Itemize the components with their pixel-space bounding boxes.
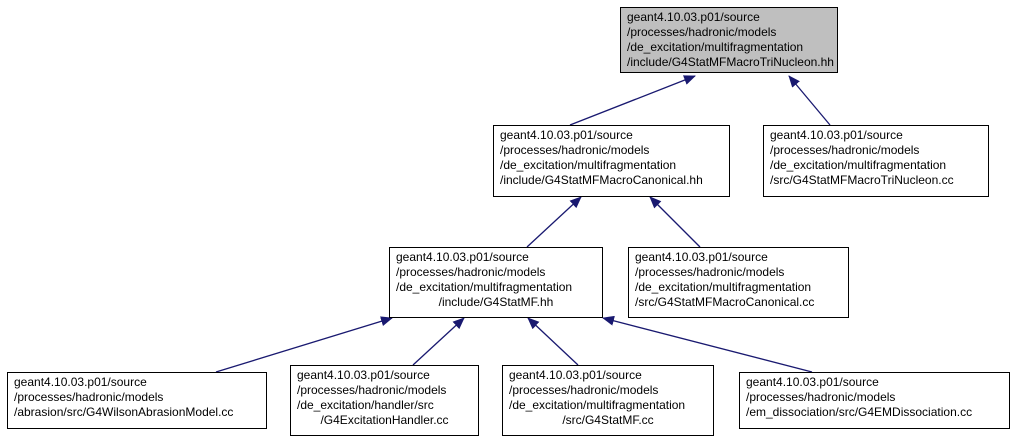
node-line: geant4.10.03.p01/source	[509, 368, 642, 382]
node-line: /processes/hadronic/models	[770, 143, 920, 157]
node-g4statmfmacrocanonical-hh[interactable]: geant4.10.03.p01/source /processes/hadro…	[493, 125, 730, 197]
edge-wilson-cc-to-statmf-hh	[215, 316, 393, 373]
edge-statmf-cc-to-statmf-hh	[527, 317, 579, 366]
node-line: geant4.10.03.p01/source	[297, 368, 430, 382]
node-g4excitationhandler-cc[interactable]: geant4.10.03.p01/source /processes/hadro…	[290, 365, 479, 436]
node-line: /de_excitation/multifragmentation	[509, 398, 686, 412]
edge-trinucleon-cc-to-root	[788, 75, 831, 126]
node-line: /processes/hadronic/models	[746, 390, 896, 404]
node-line: geant4.10.03.p01/source	[635, 250, 768, 264]
edge-statmf-hh-to-macrocanonical-hh	[526, 196, 582, 248]
node-line: /de_excitation/multifragmentation	[635, 280, 812, 294]
node-line: /src/G4StatMF.cc	[562, 413, 654, 427]
node-line: geant4.10.03.p01/source	[770, 128, 903, 142]
node-line: /src/G4StatMFMacroCanonical.cc	[635, 295, 815, 309]
node-line: geant4.10.03.p01/source	[746, 375, 879, 389]
node-line: /processes/hadronic/models	[14, 390, 164, 404]
node-line: geant4.10.03.p01/source	[396, 250, 529, 264]
node-g4statmfmacrotrinucleon-cc[interactable]: geant4.10.03.p01/source /processes/hadro…	[763, 125, 989, 197]
node-line: /abrasion/src/G4WilsonAbrasionModel.cc	[14, 405, 234, 419]
node-g4statmf-hh[interactable]: geant4.10.03.p01/source /processes/hadro…	[389, 247, 603, 318]
node-line: /processes/hadronic/models	[509, 383, 659, 397]
node-line: /processes/hadronic/models	[396, 265, 546, 279]
node-g4wilsonabrasionmodel-cc[interactable]: geant4.10.03.p01/source /processes/hadro…	[7, 372, 267, 429]
node-line: /de_excitation/handler/src	[297, 398, 434, 412]
node-line: /de_excitation/multifragmentation	[500, 158, 677, 172]
node-line: /src/G4StatMFMacroTriNucleon.cc	[770, 173, 954, 187]
node-line: /processes/hadronic/models	[627, 25, 777, 39]
edge-excitation-handler-cc-to-statmf-hh	[412, 317, 465, 366]
edge-macrocanonical-cc-to-macrocanonical-hh	[649, 196, 701, 248]
node-g4statmf-cc[interactable]: geant4.10.03.p01/source /processes/hadro…	[502, 365, 714, 436]
node-line: /processes/hadronic/models	[297, 383, 447, 397]
edge-macrocanonical-hh-to-root	[569, 75, 696, 126]
node-line: geant4.10.03.p01/source	[627, 10, 760, 24]
node-line: /de_excitation/multifragmentation	[770, 158, 947, 172]
node-line: /G4ExcitationHandler.cc	[320, 413, 449, 427]
node-g4emdissociation-cc[interactable]: geant4.10.03.p01/source /processes/hadro…	[739, 372, 1010, 429]
node-line: /include/G4StatMFMacroTriNucleon.hh	[627, 55, 834, 69]
node-line: geant4.10.03.p01/source	[500, 128, 633, 142]
node-line: /processes/hadronic/models	[500, 143, 650, 157]
node-line: /em_dissociation/src/G4EMDissociation.cc	[746, 405, 973, 419]
node-line: geant4.10.03.p01/source	[14, 375, 147, 389]
node-line: /include/G4StatMFMacroCanonical.hh	[500, 173, 703, 187]
node-line: /de_excitation/multifragmentation	[396, 280, 573, 294]
node-line: /processes/hadronic/models	[635, 265, 785, 279]
node-line: /include/G4StatMF.hh	[438, 295, 554, 309]
root-node-g4statmfmacrotrinucleon-hh: geant4.10.03.p01/source /processes/hadro…	[620, 7, 838, 73]
node-line: /de_excitation/multifragmentation	[627, 40, 804, 54]
edge-em-dissociation-cc-to-statmf-hh	[602, 315, 813, 373]
node-g4statmfmacrocanonical-cc[interactable]: geant4.10.03.p01/source /processes/hadro…	[628, 247, 849, 318]
